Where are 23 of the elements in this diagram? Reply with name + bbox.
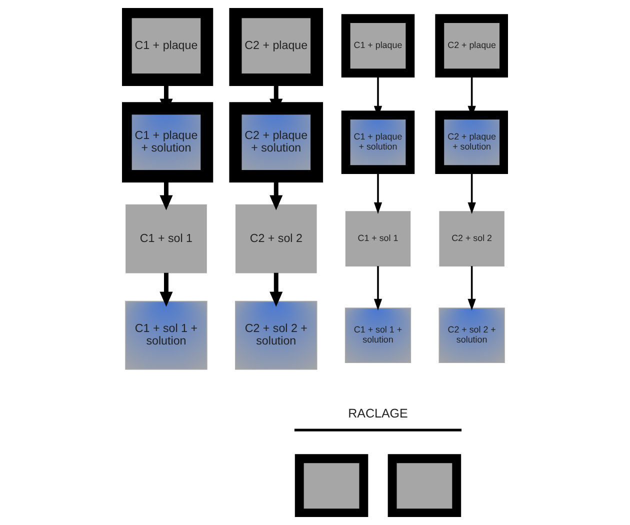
arrow <box>270 272 283 307</box>
node-box: C1 + plaque <box>122 8 214 86</box>
node-box <box>294 454 368 517</box>
node-box: C2 + plaque + solution <box>435 110 508 174</box>
node-box: C1 + sol 1 + solution <box>125 300 208 370</box>
node-box: C1 + sol 1 <box>345 211 411 267</box>
arrow <box>374 266 382 311</box>
node-box: C2 + plaque <box>435 14 508 78</box>
node-box: C1 + plaque <box>341 14 415 78</box>
node-box: C1 + sol 1 <box>126 204 207 274</box>
node-box <box>388 454 462 517</box>
node-box: C2 + sol 2 <box>439 211 504 267</box>
arrow <box>468 266 476 311</box>
node-box: C2 + sol 2 + solution <box>438 308 505 364</box>
node-box: C1 + sol 1 + solution <box>344 308 412 364</box>
node-box: C1 + plaque + solution <box>341 110 415 174</box>
node-box: C1 + plaque + solution <box>122 102 214 183</box>
arrow <box>160 272 173 307</box>
node-box: C2 + plaque <box>229 8 324 86</box>
node-box: C2 + sol 2 + solution <box>235 300 318 370</box>
label: RACLAGE <box>348 406 408 420</box>
node-box: C2 + sol 2 <box>235 204 317 274</box>
node-box: C2 + plaque + solution <box>229 102 324 183</box>
